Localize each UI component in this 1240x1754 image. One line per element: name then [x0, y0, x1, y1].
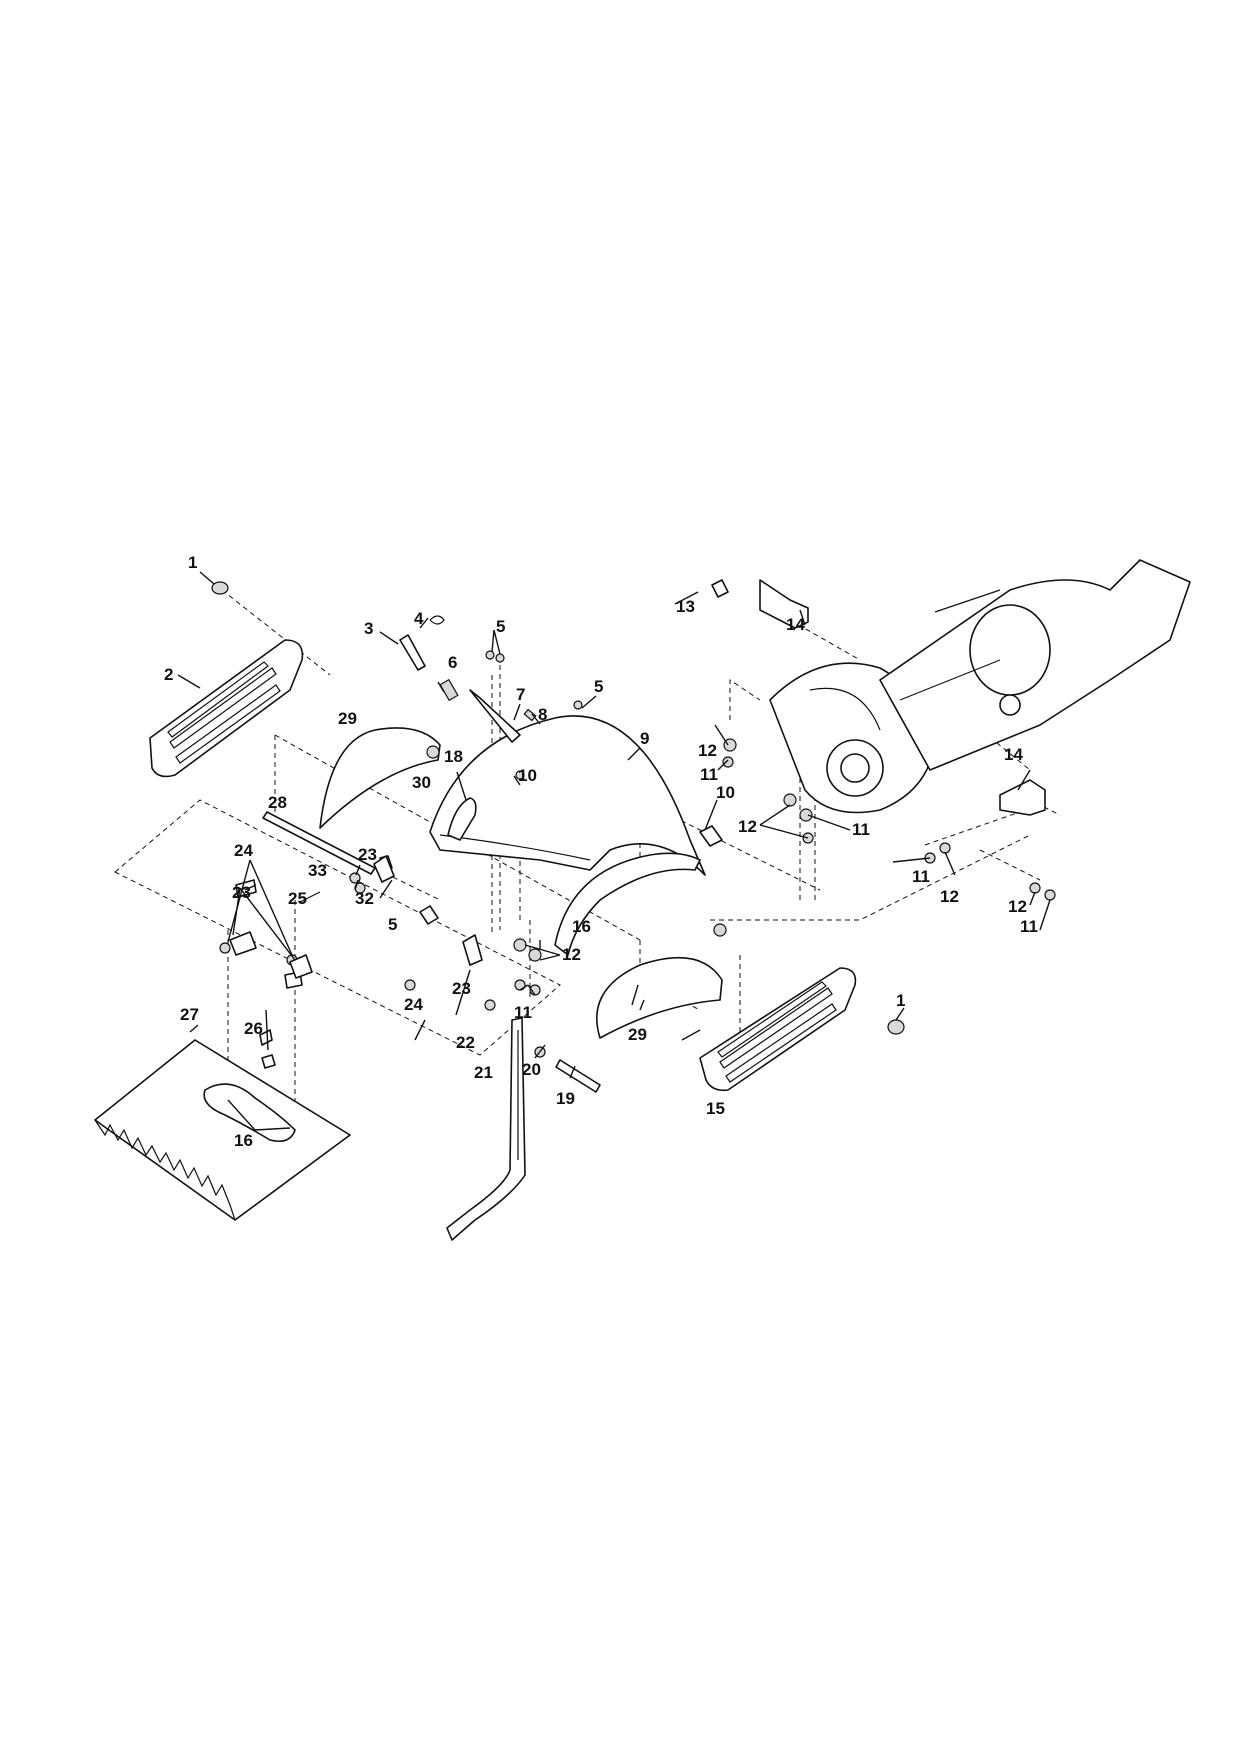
bracket-part-14	[759, 579, 1046, 816]
callout-15: 15	[706, 1099, 725, 1118]
plate-part-18	[447, 797, 477, 841]
callout-28: 28	[268, 793, 287, 812]
callout-5a: 5	[496, 617, 505, 636]
callout-10a: 10	[518, 766, 537, 785]
callout-23b: 23	[232, 883, 251, 902]
callout-11a: 11	[700, 765, 718, 784]
callout-12d: 12	[1008, 897, 1027, 916]
callout-leaders	[177, 571, 1051, 1131]
tine-shield-part-9	[429, 715, 706, 876]
callout-11d: 11	[1020, 917, 1038, 936]
callout-12b: 12	[738, 817, 757, 836]
callout-33: 33	[308, 861, 327, 880]
callout-14b: 14	[1004, 745, 1023, 764]
transmission-housing	[769, 559, 1191, 814]
callout-12c: 12	[940, 887, 959, 906]
drag-plate-part-27	[94, 1039, 351, 1221]
callout-13: 13	[676, 597, 695, 616]
callout-1b: 1	[896, 991, 905, 1010]
callout-12e: 12	[562, 945, 581, 964]
callout-1a: 1	[188, 553, 197, 572]
callout-26: 26	[244, 1019, 263, 1038]
callout-30: 30	[412, 773, 431, 792]
flap-part-16	[554, 852, 701, 956]
callout-11e: 11	[514, 1003, 532, 1022]
side-plate-part-15	[699, 967, 857, 1092]
callout-14a: 14	[786, 615, 805, 634]
callout-2: 2	[164, 665, 173, 684]
callout-11b: 11	[852, 820, 870, 839]
callout-16a: 16	[572, 917, 591, 936]
callout-24a: 24	[234, 841, 253, 860]
bushing-part-30	[426, 745, 440, 759]
callout-22: 22	[456, 1033, 475, 1052]
callout-5c: 5	[388, 915, 397, 934]
callout-20: 20	[522, 1060, 541, 1079]
hardware-group	[219, 579, 1056, 1093]
callout-25: 25	[288, 889, 307, 908]
callout-5b: 5	[594, 677, 603, 696]
callout-29b: 29	[628, 1025, 647, 1044]
callout-16b: 16	[234, 1131, 253, 1150]
callout-21: 21	[474, 1063, 493, 1082]
depth-bar-part-21	[446, 1017, 526, 1241]
callout-6: 6	[448, 653, 457, 672]
bracket-part-23	[229, 855, 483, 979]
callout-labels: 1 1 2 3 4 5 5 5 6 7 8 9 10 10 11 11 11 1…	[164, 553, 1038, 1150]
callout-27: 27	[180, 1005, 199, 1024]
callout-23c: 23	[452, 979, 471, 998]
callout-11c: 11	[912, 867, 930, 886]
callout-10b: 10	[716, 783, 735, 802]
callout-18: 18	[444, 747, 463, 766]
callout-12a: 12	[698, 741, 717, 760]
callout-3: 3	[364, 619, 373, 638]
callout-32: 32	[355, 889, 374, 908]
deflector-part-29	[319, 727, 723, 1039]
pin-part-26	[261, 1054, 276, 1069]
callout-23a: 23	[358, 845, 377, 864]
callout-8: 8	[538, 705, 547, 724]
callout-4: 4	[414, 609, 424, 628]
callout-29a: 29	[338, 709, 357, 728]
side-plate-part-2	[149, 639, 304, 778]
callout-7: 7	[516, 685, 525, 704]
callout-19: 19	[556, 1089, 575, 1108]
callout-9: 9	[640, 729, 649, 748]
callout-24b: 24	[404, 995, 423, 1014]
